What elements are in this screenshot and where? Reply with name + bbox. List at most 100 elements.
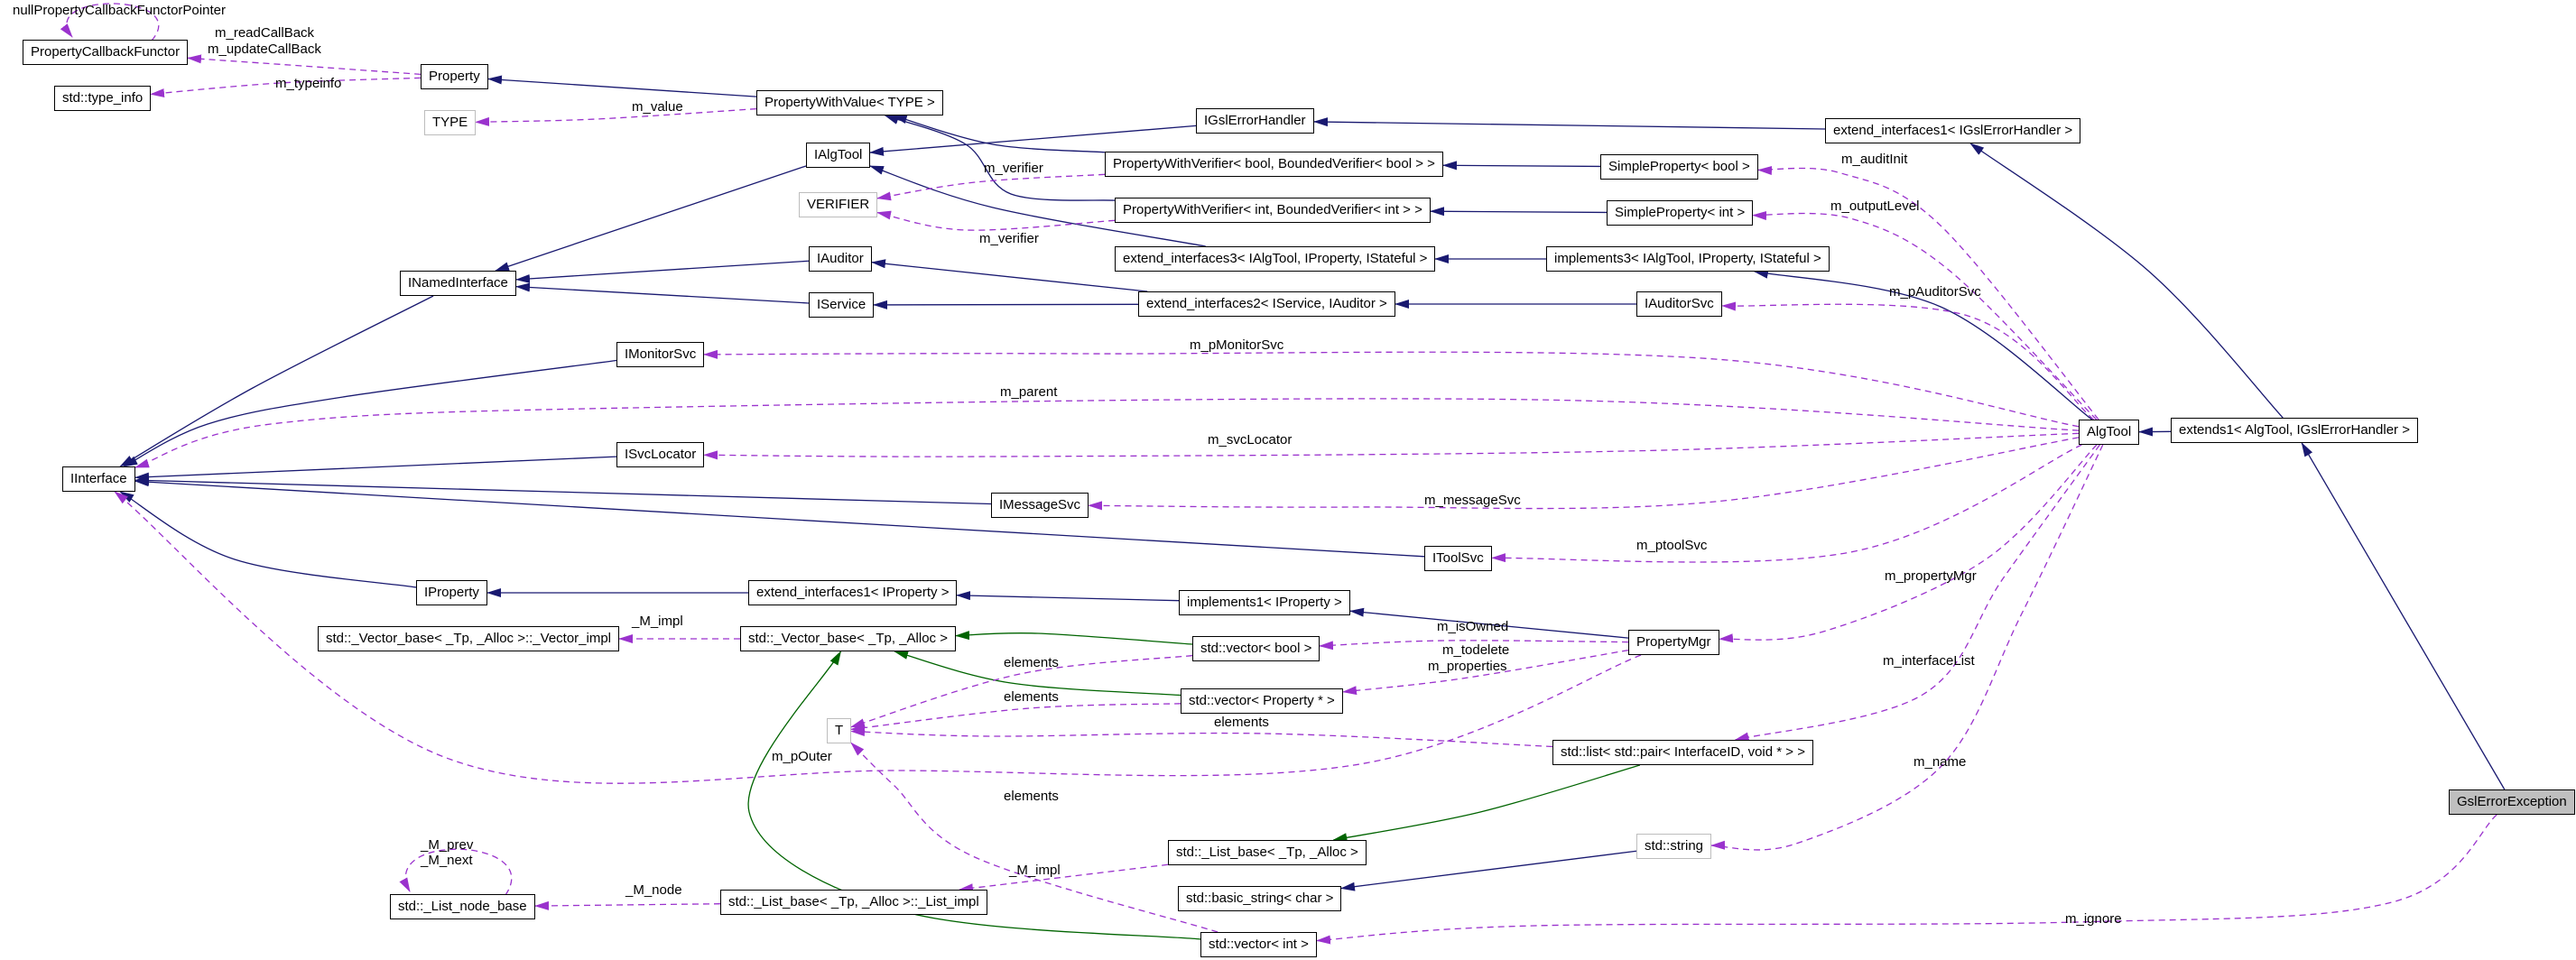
edge-algtool-spb <box>1757 165 2099 420</box>
class-node-simple-property-bool[interactable]: SimpleProperty< bool > <box>1600 154 1758 180</box>
edge-spi-pwvi <box>1430 207 1608 217</box>
class-node-extend-interfaces1-igsl[interactable]: extend_interfaces1< IGslErrorHandler > <box>1825 118 2081 143</box>
edge-pwvi-pwv <box>884 115 1116 201</box>
edge-lnode-loop <box>399 848 513 896</box>
edge-pwvb-verifier <box>876 173 1106 201</box>
edge-vbool-vbase <box>955 631 1193 645</box>
edge-ei2-iservice <box>873 300 1139 309</box>
edge-algtool-list <box>1734 444 2100 742</box>
edge-imsgsvc-iinterface <box>134 475 992 505</box>
edge-label-m-impl-list: _M_impl <box>1009 863 1061 878</box>
class-node-property-with-verifier-bool[interactable]: PropertyWithVerifier< bool, BoundedVerif… <box>1105 152 1443 177</box>
class-node-property-mgr[interactable]: PropertyMgr <box>1628 630 1719 655</box>
class-node-simple-property-int[interactable]: SimpleProperty< int > <box>1607 200 1754 226</box>
edge-prop-pcf <box>187 54 422 75</box>
edge-label-m-prev: _M_prev <box>421 837 474 853</box>
edge-label-m-name: m_name <box>1913 754 1967 770</box>
edge-algtool-imsgsvc <box>1088 437 2080 511</box>
edge-ialgtool-inamed <box>495 165 807 272</box>
edge-label-m-next: _M_next <box>421 853 473 868</box>
class-node-iproperty[interactable]: IProperty <box>416 580 487 605</box>
edge-label-m-outputlevel: m_outputLevel <box>1830 198 1920 214</box>
class-node-vector-base-vector-impl[interactable]: std::_Vector_base< _Tp, _Alloc >::_Vecto… <box>318 626 620 651</box>
class-node-std-list-interfaceid-pair[interactable]: std::list< std::pair< InterfaceID, void … <box>1552 740 1813 765</box>
class-node-extend-interfaces2[interactable]: extend_interfaces2< IService, IAuditor > <box>1138 291 1395 317</box>
class-node-imonitor-svc[interactable]: IMonitorSvc <box>616 342 705 367</box>
class-node-ialgtool[interactable]: IAlgTool <box>806 143 871 168</box>
edge-label-null-property-callback-functor-pointer: nullPropertyCallbackFunctorPointer <box>13 3 226 18</box>
class-node-vector-base[interactable]: std::_Vector_base< _Tp, _Alloc > <box>740 626 956 651</box>
class-node-iauditor[interactable]: IAuditor <box>809 246 872 272</box>
edge-gsl-ext1 <box>2301 442 2506 790</box>
edge-pmgr-vbool <box>1319 640 1629 651</box>
class-node-imessage-svc[interactable]: IMessageSvc <box>991 493 1089 518</box>
class-node-implements3[interactable]: implements3< IAlgTool, IProperty, IState… <box>1546 246 1830 272</box>
edge-pcf-loop <box>60 3 160 42</box>
class-node-list-node-base[interactable]: std::_List_node_base <box>390 894 535 919</box>
edge-label-m-typeinfo: m_typeinfo <box>275 76 342 91</box>
edge-lbase-limpl <box>959 863 1169 893</box>
edge-inamed-iinterface <box>119 295 434 467</box>
edge-iauditor-inamed <box>515 260 810 283</box>
class-node-std-vector-property-ptr[interactable]: std::vector< Property * > <box>1181 688 1343 714</box>
class-node-inamed-interface[interactable]: INamedInterface <box>400 271 516 296</box>
edge-impl1-ei1p <box>956 591 1180 602</box>
class-node-property[interactable]: Property <box>421 64 488 89</box>
edge-label-m-impl-vector: _M_impl <box>632 614 683 629</box>
class-node-property-with-value[interactable]: PropertyWithValue< TYPE > <box>756 90 943 115</box>
edge-label-m-interfacelist: m_interfaceList <box>1883 653 1975 669</box>
edge-label-m-propertymgr: m_propertyMgr <box>1885 568 1977 584</box>
edge-label-m-node: _M_node <box>625 882 682 898</box>
class-node-implements1-iproperty[interactable]: implements1< IProperty > <box>1179 590 1350 615</box>
class-node-property-callback-functor[interactable]: PropertyCallbackFunctor <box>23 40 189 65</box>
class-node-std-type-info[interactable]: std::type_info <box>54 86 152 111</box>
class-node-isvc-locator[interactable]: ISvcLocator <box>616 442 705 467</box>
class-node-std-vector-bool[interactable]: std::vector< bool > <box>1192 636 1320 661</box>
edge-label-elements-list: elements <box>1214 715 1269 730</box>
class-node-list-base-list-impl[interactable]: std::_List_base< _Tp, _Alloc >::_List_im… <box>720 890 987 915</box>
edge-imonitor-iinterface <box>123 359 617 467</box>
edge-vprop-vbase <box>894 651 1181 697</box>
class-node-std-vector-int[interactable]: std::vector< int > <box>1200 932 1317 957</box>
edge-itoolsvc-iinterface <box>134 477 1425 558</box>
edge-label-elements-vprop: elements <box>1004 689 1059 705</box>
edge-pmgr-iinterface <box>114 491 1642 784</box>
edge-ei3-ialgtool <box>869 165 1206 247</box>
edge-ext1-ei1g <box>1969 143 2284 419</box>
edge-isvcloc-iinterface <box>134 456 617 482</box>
class-node-extend-interfaces3[interactable]: extend_interfaces3< IAlgTool, IProperty,… <box>1115 246 1436 272</box>
class-node-extend-interfaces1-iproperty[interactable]: extend_interfaces1< IProperty > <box>748 580 958 605</box>
edge-ei2-iauditor <box>871 259 1148 292</box>
class-node-iauditor-svc[interactable]: IAuditorSvc <box>1636 291 1722 317</box>
edge-pwv-prop <box>487 75 757 97</box>
edge-label-m-readcallback: m_readCallBack <box>215 25 315 41</box>
edge-vint-vbase <box>747 651 1201 940</box>
edge-label-m-todelete: m_todelete <box>1442 642 1510 658</box>
template-param-node-type: TYPE <box>424 110 477 135</box>
class-node-std-string: std::string <box>1636 834 1712 859</box>
class-node-gsl-error-exception-focus: GslErrorException <box>2449 789 2575 815</box>
class-node-extends1-algtool[interactable]: extends1< AlgTool, IGslErrorHandler > <box>2171 418 2418 443</box>
template-param-node-t: T <box>827 718 852 743</box>
class-node-itool-svc[interactable]: IToolSvc <box>1424 546 1492 571</box>
edge-label-elements-vint: elements <box>1004 789 1059 804</box>
edge-label-m-ptoolsvc: m_ptoolSvc <box>1636 538 1708 553</box>
edge-label-m-pmonitorsvc: m_pMonitorSvc <box>1190 337 1284 353</box>
class-node-iinterface[interactable]: IInterface <box>62 466 135 492</box>
edge-pwv-type <box>475 107 757 126</box>
class-node-property-with-verifier-int[interactable]: PropertyWithVerifier< int, BoundedVerifi… <box>1115 198 1431 223</box>
edge-label-m-parent: m_parent <box>1000 384 1058 400</box>
edge-algtool-spi <box>1752 211 2098 420</box>
class-node-algtool[interactable]: AlgTool <box>2079 420 2140 445</box>
edge-label-m-isowned: m_isOwned <box>1437 619 1509 634</box>
edge-label-m-auditinit: m_auditInit <box>1841 152 1908 167</box>
class-node-list-base[interactable]: std::_List_base< _Tp, _Alloc > <box>1168 840 1367 865</box>
class-node-iservice[interactable]: IService <box>809 292 875 318</box>
class-node-std-basic-string[interactable]: std::basic_string< char > <box>1178 886 1342 911</box>
edge-str-bstr <box>1340 850 1637 891</box>
class-node-igsl-error-handler[interactable]: IGslErrorHandler <box>1196 108 1314 134</box>
edge-label-m-value: m_value <box>632 99 683 115</box>
edge-algtool-imonitor <box>703 349 2080 428</box>
edge-pmgr-impl1 <box>1349 607 1629 639</box>
